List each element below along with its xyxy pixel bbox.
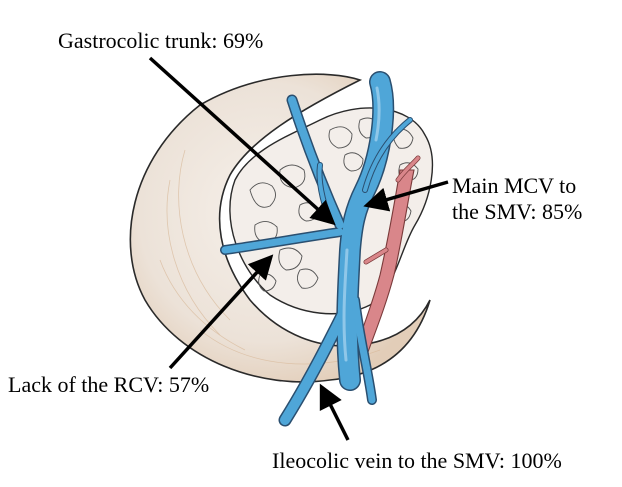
main-mcv-label: Main MCV to the SMV: 85% bbox=[452, 173, 582, 225]
gastrocolic-trunk-label: Gastrocolic trunk: 69% bbox=[58, 28, 263, 54]
arrow-ileocolic bbox=[322, 388, 348, 440]
main-mcv-label-line2: the SMV: 85% bbox=[452, 199, 582, 225]
ileocolic-vein-label: Ileocolic vein to the SMV: 100% bbox=[272, 448, 562, 474]
main-mcv-label-line1: Main MCV to bbox=[452, 173, 576, 198]
lack-of-rcv-label: Lack of the RCV: 57% bbox=[8, 372, 209, 398]
